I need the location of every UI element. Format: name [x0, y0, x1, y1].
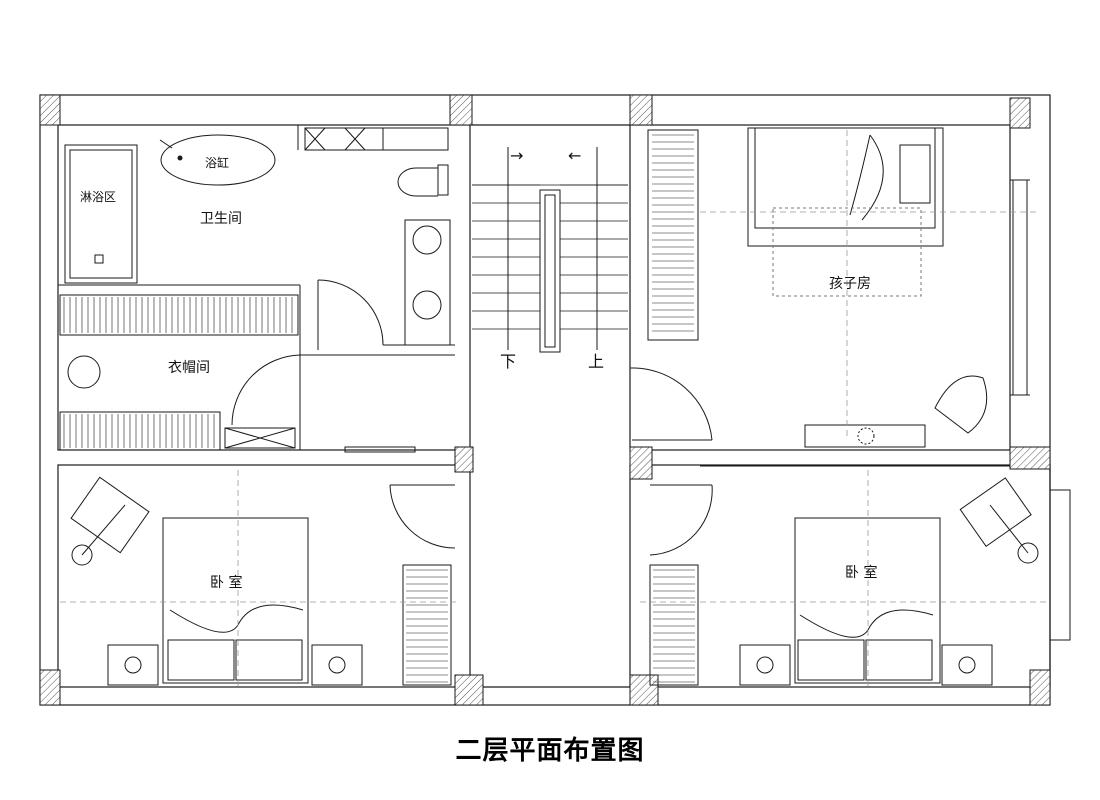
label-bathroom: 卫生间 [200, 211, 242, 227]
stair-label-down: 下 [500, 352, 517, 371]
exterior-walls [39, 94, 1051, 706]
stair-arrow-left-icon: ← [568, 146, 582, 165]
centerlines [60, 130, 1050, 690]
label-bathtub: 浴缸 [205, 156, 230, 170]
label-bedroom-right: 卧 室 [845, 565, 878, 581]
label-bedroom-left: 卧 室 [210, 575, 243, 591]
stair-treads [472, 184, 628, 330]
wardrobe-slats [63, 134, 695, 683]
cloakroom-fixtures [58, 279, 455, 453]
structural-columns [39, 94, 1051, 706]
plan-title: 二层平面布置图 [455, 736, 645, 766]
bedroom-left-fixtures [70, 476, 456, 686]
stair-arrow-right-icon: → [510, 146, 524, 165]
bathroom-fixtures [64, 125, 451, 346]
label-kids-room: 孩子房 [829, 276, 871, 292]
label-shower-area: 淋浴区 [80, 190, 117, 204]
staircase [507, 147, 598, 353]
bedroom-right-fixtures [649, 477, 1071, 686]
kids-room-fixtures [629, 127, 1030, 467]
stair-label-up: 上 [588, 352, 605, 371]
label-cloakroom: 衣帽间 [168, 360, 210, 376]
